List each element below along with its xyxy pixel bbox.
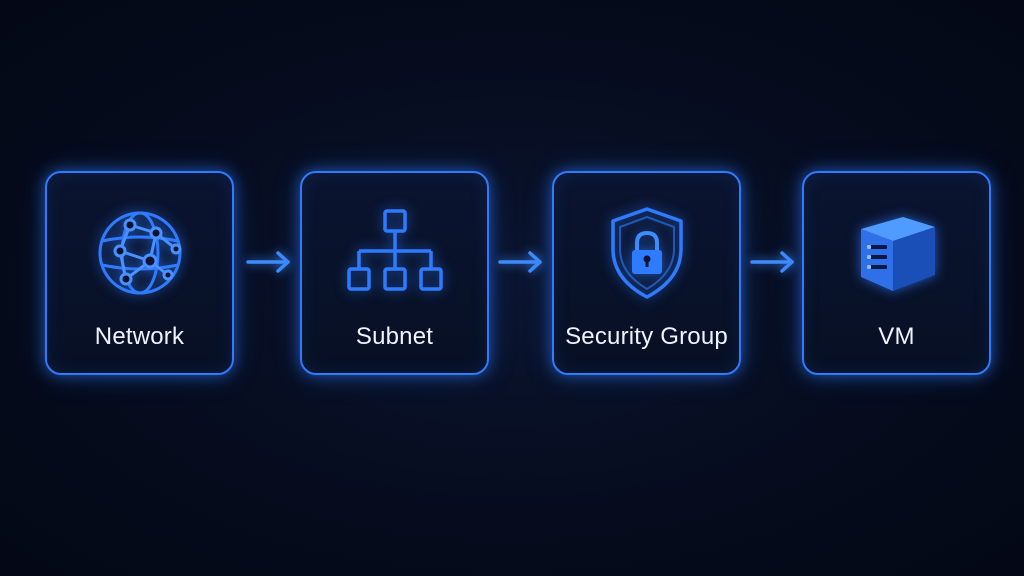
node-security-group[interactable]: Security Group xyxy=(552,171,741,375)
globe-network-icon xyxy=(90,203,190,303)
arrow-security-group-to-vm xyxy=(748,248,798,276)
hierarchy-icon xyxy=(345,203,445,303)
arrow-subnet-to-security-group xyxy=(496,248,546,276)
node-subnet[interactable]: Subnet xyxy=(300,171,489,375)
node-label: VM xyxy=(878,323,915,350)
node-label: Security Group xyxy=(565,323,728,350)
shield-lock-icon xyxy=(597,203,697,303)
arrow-network-to-subnet xyxy=(244,248,294,276)
node-vm[interactable]: VM xyxy=(802,171,991,375)
node-network[interactable]: Network xyxy=(45,171,234,375)
node-label: Network xyxy=(94,323,185,350)
server-cube-icon xyxy=(847,203,947,303)
node-label: Subnet xyxy=(355,323,434,350)
